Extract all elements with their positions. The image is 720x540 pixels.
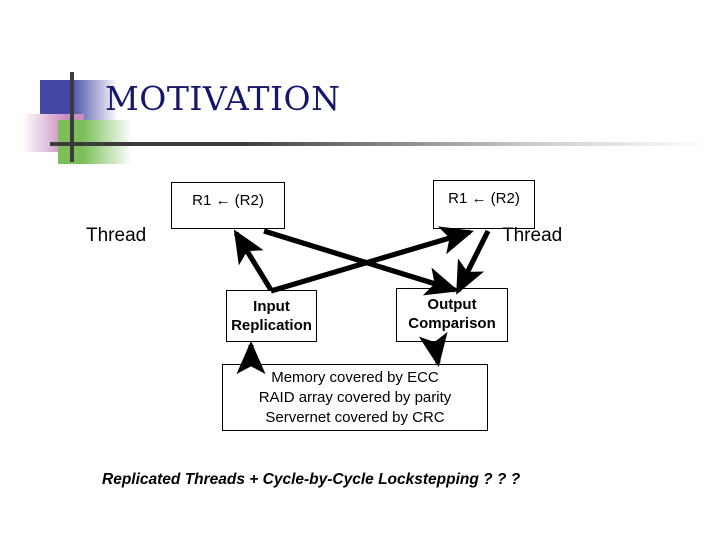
instruction-text-right: R1 ← (R2) bbox=[448, 190, 520, 207]
input-replication-box: Input Replication bbox=[226, 290, 317, 342]
arrow-input-to-left-thread bbox=[233, 229, 274, 292]
slide-caption: Replicated Threads + Cycle-by-Cycle Lock… bbox=[102, 471, 521, 488]
input-replication-line-2: Replication bbox=[231, 317, 312, 334]
instruction-text-left: R1 ← (R2) bbox=[192, 192, 264, 209]
output-comparison-line-2: Comparison bbox=[408, 315, 496, 332]
output-comparison-line-1: Output bbox=[427, 296, 477, 313]
input-replication-line-1: Input bbox=[253, 298, 290, 315]
coverage-line-3: Servernet covered by CRC bbox=[265, 409, 445, 426]
slide-title: MOTIVATION bbox=[105, 79, 341, 118]
instruction-box-right: R1 ← (R2) bbox=[433, 180, 535, 229]
thread-label-right: Thread bbox=[502, 225, 563, 246]
arrow-output-to-coverage bbox=[418, 331, 448, 368]
coverage-box: Memory covered by ECC RAID array covered… bbox=[222, 364, 488, 431]
arrow-left-thread-to-output bbox=[263, 228, 459, 296]
instruction-box-left: R1 ← (R2) bbox=[171, 182, 285, 229]
decor-horizontal-rule bbox=[50, 142, 710, 146]
coverage-line-2: RAID array covered by parity bbox=[258, 389, 452, 406]
arrow-input-to-right-thread bbox=[270, 226, 474, 294]
arrow-right-thread-to-output bbox=[455, 229, 491, 295]
thread-label-left: Thread bbox=[86, 225, 147, 246]
output-comparison-box: Output Comparison bbox=[396, 288, 508, 342]
decor-vertical-rule bbox=[70, 72, 74, 162]
coverage-line-1: Memory covered by ECC bbox=[271, 369, 439, 386]
